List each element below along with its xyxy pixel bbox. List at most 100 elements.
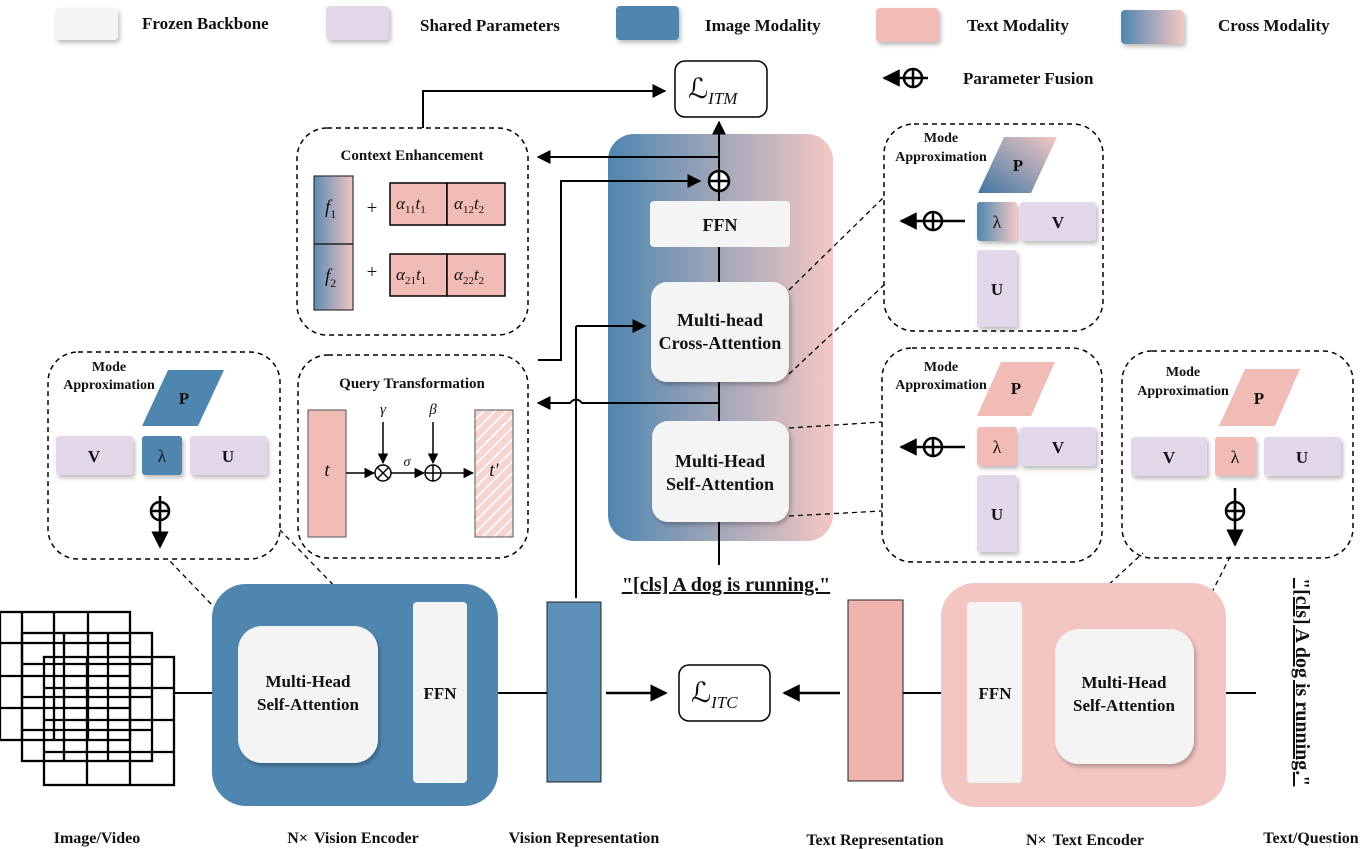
mode-approx-text-1-label-1: Mode [924,360,958,375]
sigma-label: σ [404,455,412,470]
cross-u-block [977,250,1017,327]
alpha12-t2-label: α12t2 [454,194,484,216]
plus-sign-1: + [367,198,378,219]
cross-lambda-block [977,202,1017,241]
query-t-prime-box [474,409,514,538]
vision-attention-label-1: Multi-Head [266,672,352,691]
vision-representation-label: Vision Representation [509,830,660,847]
text1-v-label: V [1052,438,1065,457]
gamma-label: γ [380,402,387,418]
alpha21-t1-cell [389,253,448,297]
vision-v-block [56,436,133,475]
legend-cross-label: Cross Modality [1218,16,1330,35]
plus-sign-2: + [367,262,378,283]
text1-u-label: U [991,505,1003,524]
alpha11-t1-cell [389,182,448,226]
itc-loss-label: ℒITC [691,678,738,712]
query-t-label: t [324,460,330,481]
cross-p-label: P [1013,156,1023,175]
alpha22-t2-label: α22t2 [454,265,484,287]
text2-u-label: U [1296,448,1308,467]
cross-attention-label-1: Multi-head [677,310,763,330]
text2-v-label: V [1163,448,1176,467]
vision-encoder-label: N×Vision Encoder [287,830,418,847]
legend-shared-label: Shared Parameters [420,16,560,35]
cross-self-attention-box [652,421,789,522]
text2-v-block [1131,437,1207,476]
cross-v-block [1020,202,1096,241]
itc-loss-box [678,664,771,722]
cross-v-label: V [1052,213,1065,232]
legend-text-label: Text Modality [967,16,1069,35]
beta-label: β [428,402,437,418]
text-representation-bar [847,599,904,782]
vision-attention-box [238,626,378,763]
legend-image-label: Image Modality [705,16,821,35]
query-transformation-title: Query Transformation [339,376,485,392]
text1-lambda-label: λ [993,437,1002,457]
vision-u-label: U [222,447,234,466]
vision-lambda-block [142,436,182,475]
text1-p-label: P [1011,379,1021,398]
text-ffn-box [967,602,1022,783]
alpha11-t1-label: α11t1 [396,194,426,216]
cross-attention-box [651,282,789,382]
f2-label: f2 [325,266,336,290]
vision-p-label: P [179,389,189,408]
image-video-label: Image/Video [54,830,141,847]
vision-u-block [190,436,267,475]
text2-p-label: P [1254,389,1264,408]
text-encoder-label: N×Text Encoder [1026,832,1144,849]
f1-label: f1 [325,197,336,221]
query-transformation-panel [297,354,529,559]
cross-u-label: U [991,280,1003,299]
mode-approx-vision-label-2: Approximation [63,378,155,393]
mode-approx-cross-label-1: Mode [924,131,958,146]
cross-self-attention-label-2: Self-Attention [666,474,774,494]
text1-v-block [1020,427,1096,466]
legend-cross-swatch [1121,10,1184,44]
mode-approx-vision-label-1: Mode [92,360,126,375]
text1-u-block [977,475,1017,552]
text-ffn-label: FFN [978,684,1012,703]
legend-text-swatch [876,8,939,42]
legend-shared-swatch [326,6,389,40]
text2-lambda-block [1215,437,1256,476]
vision-lambda-label: λ [158,446,167,466]
itm-loss-label: ℒITM [688,74,738,108]
f-column [313,175,354,311]
legend-frozen-label: Frozen Backbone [142,14,269,33]
alpha21-t1-label: α21t1 [396,265,426,287]
vision-ffn-label: FFN [423,684,457,703]
cross-attention-label-2: Cross-Attention [659,333,782,353]
alpha22-t2-cell [446,253,506,297]
mode-approx-text-2-label-1: Mode [1166,365,1200,380]
text1-lambda-block [977,427,1017,466]
text2-p-block [1219,369,1300,426]
text2-lambda-label: λ [1231,447,1240,467]
text-question-input: "[cls] A dog is running." [1291,578,1313,786]
image-video-frames-icon [0,610,176,787]
cross-self-attention-label-1: Multi-Head [675,451,765,471]
mode-approx-text-1-label-2: Approximation [895,378,987,393]
text-attention-label-1: Multi-Head [1082,673,1168,692]
cross-input-caption: "[cls] A dog is running." [622,574,830,596]
text-question-label: Text/Question [1263,830,1359,847]
itm-loss-box [674,60,768,118]
legend-fusion-label: Parameter Fusion [963,69,1094,88]
legend: Frozen Backbone Shared Parameters Image … [55,6,1330,89]
text-representation-label: Text Representation [806,832,943,849]
cross-ffn-label: FFN [703,215,738,235]
vision-representation-bar [546,601,602,783]
legend-image-swatch [616,6,679,40]
text-attention-label-2: Self-Attention [1073,696,1176,715]
cross-p-block [978,137,1057,193]
legend-frozen-swatch [55,8,118,40]
context-enhancement-title: Context Enhancement [341,148,484,164]
text2-u-block [1264,437,1341,476]
text1-p-block [977,362,1055,416]
vision-attention-label-2: Self-Attention [257,695,360,714]
vision-ffn-box [413,602,467,783]
mode-approx-cross-label-2: Approximation [895,150,987,165]
